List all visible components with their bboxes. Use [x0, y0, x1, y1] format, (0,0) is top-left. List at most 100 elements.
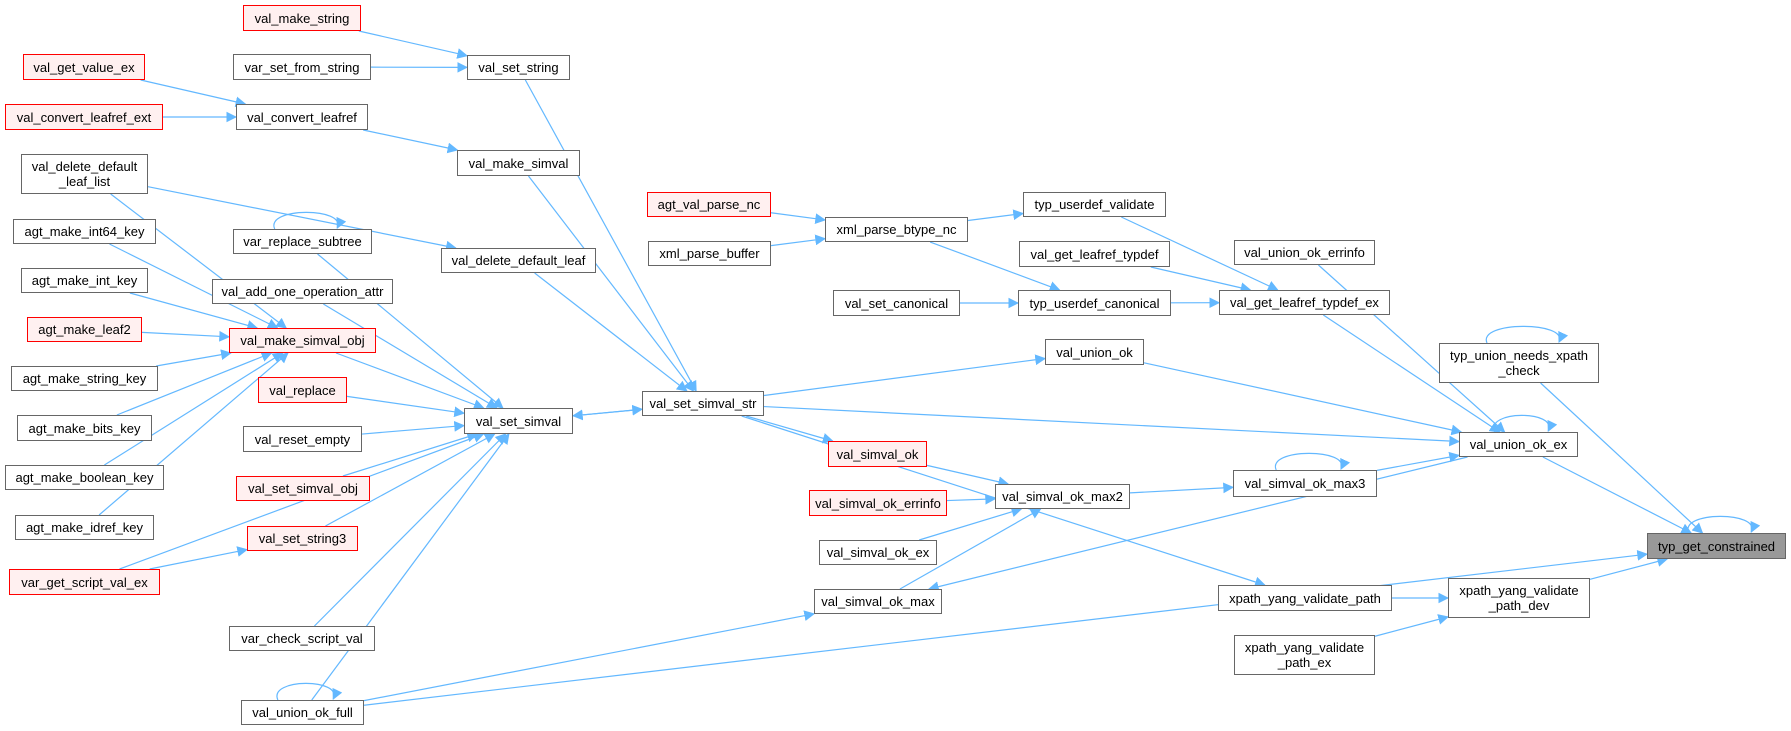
edge-val-union-ok-to-val-union-ok-ex	[1143, 362, 1463, 436]
edge-agt-make-leaf2-to-val-make-simval-obj	[141, 330, 231, 342]
node-agt-make-idref-key[interactable]: agt_make_idref_key	[15, 515, 154, 540]
node-agt-make-int-key[interactable]: agt_make_int_key	[21, 268, 148, 293]
node-val-reset-empty[interactable]: val_reset_empty	[243, 426, 362, 452]
node-val-get-value-ex[interactable]: val_get_value_ex	[23, 54, 145, 80]
node-label: val_set_string3	[258, 531, 347, 546]
node-val-set-string3[interactable]: val_set_string3	[247, 526, 358, 551]
node-val-delete-default-leaf[interactable]: val_delete_default_leaf	[441, 248, 596, 273]
edge-val-delete-default-leaf-list-to-val-make-simval-obj	[110, 193, 287, 329]
node-val-simval-ok[interactable]: val_simval_ok	[828, 441, 927, 467]
node-val-simval-ok-max[interactable]: val_simval_ok_max	[814, 589, 942, 614]
edge-xpath-yang-validate-path-dev-to-typ-get-constrained	[1589, 556, 1669, 580]
edge-val-simval-ok-max3-to-val-union-ok-ex	[1376, 451, 1461, 471]
node-xpath-yang-validate-path-ex[interactable]: xpath_yang_validate _path_ex	[1234, 635, 1375, 675]
node-agt-make-bits-key[interactable]: agt_make_bits_key	[17, 415, 152, 441]
edge-val-make-simval-obj-to-val-set-simval	[335, 352, 485, 410]
node-label: val_get_value_ex	[33, 59, 135, 75]
node-val-set-simval-str[interactable]: val_set_simval_str	[642, 391, 764, 416]
node-val-simval-ok-ex[interactable]: val_simval_ok_ex	[819, 540, 937, 565]
edge-typ-union-needs-xpath-check-to-typ-union-needs-xpath-check	[1485, 325, 1569, 344]
node-label: xpath_yang_validate _path_dev	[1459, 583, 1579, 613]
edge-val-union-ok-ex-to-val-union-ok-ex	[1493, 414, 1558, 433]
edge-xml-parse-btype-nc-to-typ-userdef-validate	[967, 209, 1025, 222]
edge-val-union-ok-ex-to-typ-get-constrained	[1542, 456, 1693, 534]
node-xpath-yang-validate-path-dev[interactable]: xpath_yang_validate _path_dev	[1448, 578, 1590, 618]
node-val-make-simval[interactable]: val_make_simval	[457, 150, 580, 176]
edge-val-simval-ok-max2-to-val-simval-ok-max3	[1129, 482, 1235, 494]
node-val-simval-ok-max2[interactable]: val_simval_ok_max2	[995, 484, 1130, 509]
node-val-delete-default-leaf-list[interactable]: val_delete_default _leaf_list	[21, 154, 148, 194]
node-agt-make-int64-key[interactable]: agt_make_int64_key	[13, 219, 156, 244]
node-val-union-ok[interactable]: val_union_ok	[1045, 339, 1144, 365]
node-label: typ_union_needs_xpath _check	[1449, 348, 1589, 378]
node-label: val_simval_ok_ex	[826, 545, 930, 560]
edge-typ-userdef-validate-to-val-get-leafref-typdef-ex	[1121, 216, 1279, 291]
node-label: var_replace_subtree	[243, 234, 362, 249]
edge-val-union-ok-errinfo-to-val-union-ok-ex	[1318, 264, 1506, 433]
node-label: typ_userdef_canonical	[1029, 295, 1160, 311]
node-var-replace-subtree[interactable]: var_replace_subtree	[233, 229, 372, 254]
node-agt-make-boolean-key[interactable]: agt_make_boolean_key	[5, 465, 164, 490]
node-typ-userdef-canonical[interactable]: typ_userdef_canonical	[1018, 290, 1171, 316]
node-agt-make-leaf2[interactable]: agt_make_leaf2	[27, 317, 142, 342]
edge-agt-make-bits-key-to-val-make-simval-obj	[116, 351, 273, 416]
edge-var-get-script-val-ex-to-val-set-string3	[149, 546, 249, 570]
node-typ-get-constrained: typ_get_constrained	[1647, 533, 1786, 559]
edge-val-simval-ok-to-val-simval-ok-max2	[926, 464, 1010, 488]
node-label: agt_make_string_key	[22, 371, 147, 386]
node-val-union-ok-full[interactable]: val_union_ok_full	[241, 700, 364, 725]
node-val-set-simval[interactable]: val_set_simval	[464, 408, 573, 434]
node-val-convert-leafref-ext[interactable]: val_convert_leafref_ext	[5, 104, 163, 130]
node-label: val_set_simval	[475, 413, 562, 429]
edge-val-set-string3-to-val-set-simval	[325, 433, 496, 527]
edge-agt-make-int64-key-to-val-make-simval-obj	[109, 243, 279, 329]
node-label: agt_make_int_key	[31, 273, 138, 288]
edge-xml-parse-btype-nc-to-typ-userdef-canonical	[929, 241, 1061, 292]
node-val-convert-leafref[interactable]: val_convert_leafref	[236, 104, 368, 130]
node-val-simval-ok-errinfo[interactable]: val_simval_ok_errinfo	[809, 490, 947, 516]
node-label: val_simval_ok_max	[821, 594, 935, 609]
node-agt-make-string-key[interactable]: agt_make_string_key	[11, 366, 158, 391]
edge-val-get-value-ex-to-val-convert-leafref	[140, 79, 247, 108]
node-var-check-script-val[interactable]: var_check_script_val	[229, 626, 375, 651]
node-label: var_check_script_val	[241, 631, 363, 646]
node-var-set-from-string[interactable]: var_set_from_string	[233, 54, 371, 80]
node-val-replace[interactable]: val_replace	[258, 377, 347, 403]
node-val-simval-ok-max3[interactable]: val_simval_ok_max3	[1233, 470, 1377, 497]
node-val-union-ok-ex[interactable]: val_union_ok_ex	[1459, 432, 1578, 457]
node-val-set-canonical[interactable]: val_set_canonical	[833, 290, 960, 316]
node-xpath-yang-validate-path[interactable]: xpath_yang_validate_path	[1218, 585, 1392, 611]
node-label: xpath_yang_validate_path	[1229, 590, 1381, 606]
node-val-make-simval-obj[interactable]: val_make_simval_obj	[229, 328, 376, 353]
node-val-add-one-operation-attr[interactable]: val_add_one_operation_attr	[212, 279, 393, 304]
node-label: val_delete_default _leaf_list	[31, 159, 138, 189]
node-val-get-leafref-typdef[interactable]: val_get_leafref_typdef	[1019, 241, 1170, 267]
node-label: val_union_ok	[1056, 344, 1133, 360]
edge-agt-make-string-key-to-val-make-simval-obj	[156, 349, 232, 367]
node-label: val_get_leafref_typdef_ex	[1230, 295, 1379, 310]
node-typ-userdef-validate[interactable]: typ_userdef_validate	[1023, 192, 1166, 217]
node-val-set-string[interactable]: val_set_string	[467, 55, 570, 80]
node-label: val_simval_ok_errinfo	[815, 495, 941, 511]
node-label: xpath_yang_validate _path_ex	[1244, 640, 1365, 670]
edge-xpath-yang-validate-path-ex-to-xpath-yang-validate-path-dev	[1374, 614, 1450, 637]
node-xml-parse-btype-nc[interactable]: xml_parse_btype_nc	[825, 217, 968, 242]
node-val-make-string[interactable]: val_make_string	[243, 5, 361, 31]
node-label: xml_parse_buffer	[659, 246, 760, 261]
node-val-union-ok-errinfo[interactable]: val_union_ok_errinfo	[1234, 240, 1375, 265]
node-xml-parse-buffer[interactable]: xml_parse_buffer	[648, 241, 771, 266]
node-val-get-leafref-typdef-ex[interactable]: val_get_leafref_typdef_ex	[1219, 290, 1390, 315]
edge-val-set-simval-str-to-val-union-ok-ex	[763, 405, 1461, 447]
edge-val-union-ok-full-to-val-simval-ok-max	[363, 610, 816, 702]
node-agt-val-parse-nc[interactable]: agt_val_parse_nc	[647, 192, 771, 217]
node-label: val_simval_ok_max2	[1002, 489, 1123, 504]
edge-val-convert-leafref-to-val-make-simval	[363, 129, 459, 154]
edge-xml-parse-buffer-to-xml-parse-btype-nc	[770, 234, 827, 247]
node-typ-union-needs-xpath-check[interactable]: typ_union_needs_xpath _check	[1439, 343, 1599, 383]
edge-val-union-ok-full-to-typ-get-constrained	[363, 549, 1649, 706]
edge-agt-make-int-key-to-val-make-simval-obj	[129, 292, 259, 331]
node-val-set-simval-obj[interactable]: val_set_simval_obj	[236, 476, 370, 501]
node-var-get-script-val-ex[interactable]: var_get_script_val_ex	[9, 569, 160, 595]
edge-val-union-ok-full-to-val-union-ok-full	[276, 682, 343, 701]
